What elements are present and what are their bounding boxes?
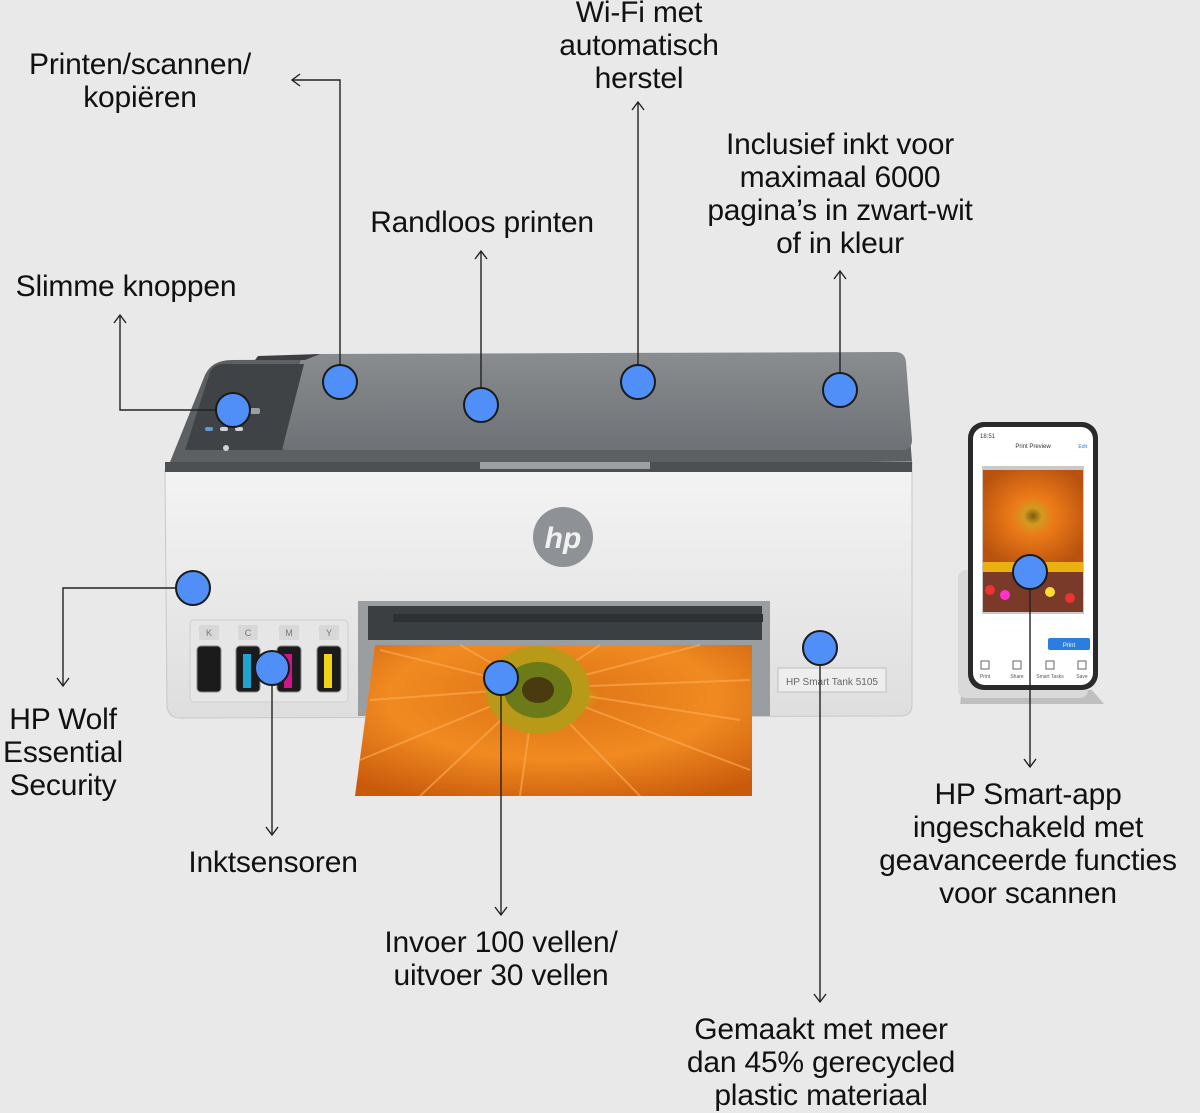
model-label: HP Smart Tank 5105 xyxy=(777,667,887,693)
marker-wifi xyxy=(620,364,656,400)
svg-text:hp: hp xyxy=(545,522,582,555)
callout-borderless: Randloos printen xyxy=(370,206,594,239)
callout-ink-included: Inclusief inkt voor maximaal 6000 pagina… xyxy=(707,128,973,260)
marker-recycled xyxy=(802,630,838,666)
tank-letter: C xyxy=(245,628,252,638)
svg-text:Print: Print xyxy=(1063,643,1076,649)
printed-photo xyxy=(355,644,752,797)
printer: K C M Y hp HP Smart Tank 5105 xyxy=(164,352,913,797)
callout-hp-smart-app: HP Smart-app ingeschakeld met geavanceer… xyxy=(879,778,1177,910)
marker-hp-smart-app xyxy=(1012,554,1048,590)
phone-nav-icon xyxy=(1045,660,1055,670)
phone-nav-label: Save xyxy=(1076,674,1088,680)
feature-markers xyxy=(175,364,1048,696)
svg-text:Edit: Edit xyxy=(1078,444,1087,450)
marker-security xyxy=(175,570,211,606)
callout-smart-buttons: Slimme knoppen xyxy=(15,270,237,303)
tank-letter: Y xyxy=(326,628,332,638)
svg-text:HP Smart Tank 5105: HP Smart Tank 5105 xyxy=(786,677,878,688)
callout-ink-sensors: Inktsensoren xyxy=(188,846,358,879)
marker-borderless xyxy=(463,387,499,423)
hp-logo: hp xyxy=(533,507,593,567)
phone-nav-label: Smart Tasks xyxy=(1036,674,1064,680)
callout-print-scan-copy: Printen/scannen/ kopiëren xyxy=(29,48,251,114)
tank-letter: K xyxy=(206,628,212,638)
phone-nav-icon xyxy=(980,660,990,670)
callout-security: HP Wolf Essential Security xyxy=(3,703,123,802)
phone-nav-label: Print xyxy=(980,674,991,680)
marker-print-scan-copy xyxy=(322,364,358,400)
control-panel-buttons xyxy=(205,408,260,451)
marker-paper-capacity xyxy=(483,660,519,696)
marker-ink-included xyxy=(822,372,858,408)
svg-text:Print Preview: Print Preview xyxy=(1015,444,1051,450)
phone-nav-icon xyxy=(1077,660,1087,670)
callout-recycled: Gemaakt met meer dan 45% gerecycled plas… xyxy=(686,1013,956,1112)
leader-lines xyxy=(56,73,1037,1004)
marker-ink-sensors xyxy=(254,650,290,686)
callout-paper-capacity: Invoer 100 vellen/ uitvoer 30 vellen xyxy=(384,926,618,992)
marker-smart-buttons xyxy=(215,392,251,428)
phone-nav-label: Share xyxy=(1010,674,1024,680)
callout-wifi: Wi-Fi met automatisch herstel xyxy=(559,0,719,95)
svg-text:18:51: 18:51 xyxy=(980,434,996,440)
tank-letter: M xyxy=(285,628,293,638)
phone-nav-icon xyxy=(1012,660,1022,670)
